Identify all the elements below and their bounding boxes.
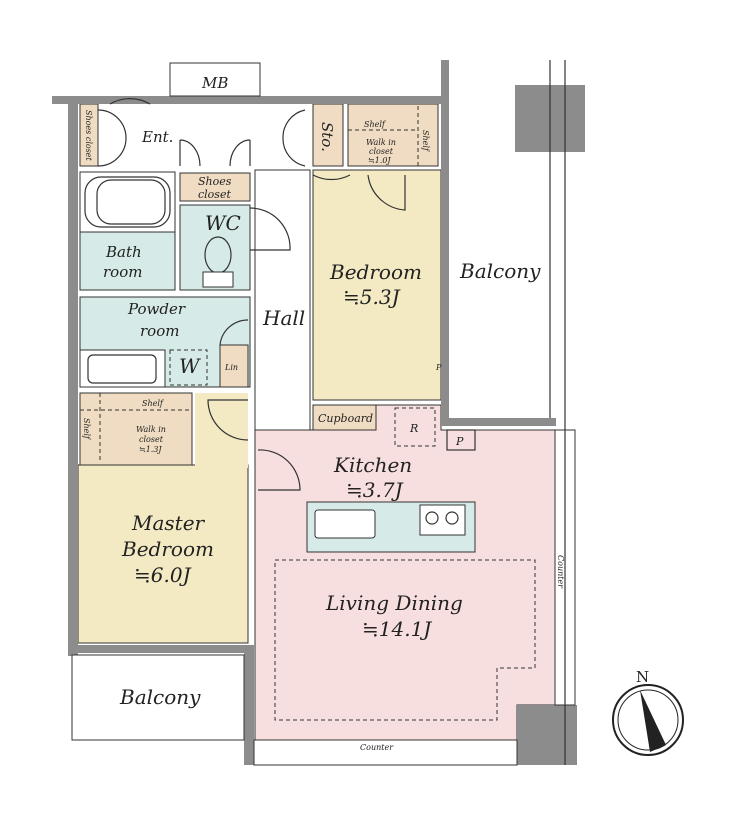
label-wic-small-1: Walk in (366, 138, 396, 147)
bathtub-inner (96, 179, 166, 225)
label-powder-2: room (140, 322, 179, 340)
hall-fill (254, 169, 311, 431)
label-master-2: Bedroom (121, 537, 214, 561)
label-cupboard: Cupboard (318, 412, 373, 425)
label-balcony-bottom: Balcony (119, 685, 201, 709)
label-counter-right: Counter (556, 555, 565, 589)
master-bedroom-fill (77, 464, 249, 644)
bedroom-fill (312, 169, 442, 401)
label-master-1: Master (131, 511, 206, 535)
shoes-closet-mid (179, 172, 251, 202)
label-counter-bottom: Counter (360, 743, 394, 752)
label-living-size: ≒14.1J (362, 617, 432, 641)
label-wic-master-1: Walk in (136, 425, 166, 434)
label-hall: Hall (262, 306, 305, 330)
label-living: Living Dining (325, 591, 463, 615)
cupboard (312, 404, 377, 431)
compass-label: N (636, 668, 649, 686)
kitchen-sink (314, 509, 376, 539)
label-shelf-side: Shelf (421, 130, 430, 153)
bath-fill (79, 231, 176, 291)
north-arrow-icon (640, 690, 666, 752)
label-pipe-1: P (435, 363, 442, 372)
storage (312, 103, 344, 167)
label-storage: Sto. (318, 122, 336, 152)
toilet-tank (202, 271, 234, 288)
label-shoes-closet-2: closet (198, 188, 231, 201)
label-wic-master-2: closet (139, 435, 164, 444)
label-entrance: Ent. (141, 128, 173, 146)
label-washer: W (179, 354, 201, 378)
pipe-box (446, 429, 476, 451)
washer-space (169, 349, 208, 386)
burner-icon (425, 511, 439, 525)
walk-in-closet-master (79, 392, 193, 466)
label-powder-1: Powder (127, 300, 186, 318)
living-area-outline (274, 559, 536, 721)
linen-closet (219, 344, 249, 388)
label-balcony-right: Balcony (459, 259, 541, 283)
compass: N (612, 668, 684, 756)
label-wc: WC (205, 211, 241, 235)
label-shoes-closet-1: Shoes (198, 175, 232, 188)
burner-icon (445, 511, 459, 525)
label-wic-small-2: closet (369, 147, 394, 156)
label-shoes-closet-left: Shoes closet (84, 110, 93, 162)
label-master-size: ≒6.0J (134, 563, 192, 587)
label-kitchen-size: ≒3.7J (346, 478, 404, 502)
label-bedroom-size: ≒5.3J (343, 285, 401, 309)
label-bath-1: Bath (105, 243, 142, 261)
mb-box (169, 62, 261, 97)
sink (87, 354, 157, 384)
balcony-bottom (71, 654, 245, 741)
walk-in-closet-small (347, 103, 439, 167)
label-mb: MB (201, 74, 228, 92)
label-wic-small-3: ≒1.0J (368, 156, 391, 165)
vanity (79, 349, 166, 388)
label-shelf-top: Shelf (364, 120, 387, 129)
counter-bottom (253, 739, 518, 766)
label-bath-2: room (103, 263, 142, 281)
label-pipe-2: P (455, 435, 464, 448)
label-master-shelf-top: Shelf (142, 399, 165, 408)
label-fridge: R (409, 422, 418, 435)
bathtub-area (79, 171, 176, 233)
label-linen: Lin (224, 363, 238, 372)
label-wic-master-3: ≒1.3J (139, 445, 162, 454)
bathtub (84, 176, 171, 228)
label-kitchen: Kitchen (333, 453, 412, 477)
label-master-shelf-side: Shelf (82, 418, 91, 441)
fridge-space (394, 407, 436, 447)
label-bedroom: Bedroom (329, 260, 422, 284)
